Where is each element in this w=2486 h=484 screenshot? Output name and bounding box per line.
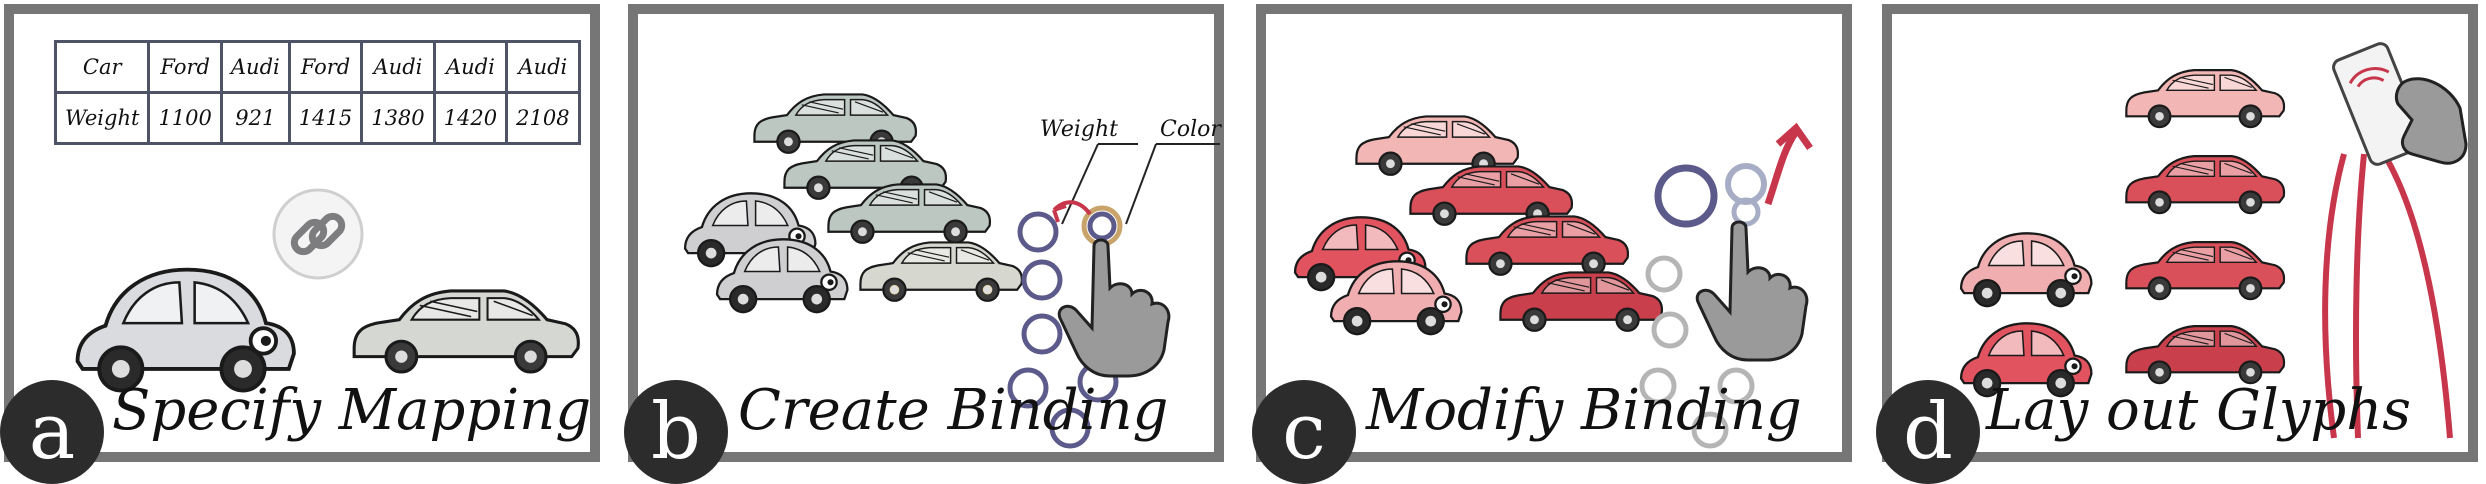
car-glyph-icon xyxy=(352,289,580,374)
car-glyph-icon xyxy=(2125,155,2286,215)
panel-b-badge: b xyxy=(624,380,728,484)
hand-icon xyxy=(2394,77,2468,165)
table-cell: Ford xyxy=(147,40,223,94)
link-icon xyxy=(272,188,364,280)
hand-icon xyxy=(1695,220,1809,362)
panel-a: Car Ford Audi Ford Audi Audi Audi Weight… xyxy=(4,4,600,462)
table-cell: Audi xyxy=(219,40,291,94)
panel-a-caption: Specify Mapping xyxy=(112,378,592,443)
table-cell: 1420 xyxy=(432,91,509,145)
table-row: Car Ford Audi Ford Audi Audi Audi xyxy=(53,40,581,94)
table-row: Weight 1100 921 1415 1380 1420 2108 xyxy=(53,91,581,145)
gesture-strokes xyxy=(2322,42,2468,439)
binding-rings xyxy=(1639,122,1813,449)
panel-b-caption: Create Binding xyxy=(738,378,1169,443)
table-cell: Audi xyxy=(360,40,436,94)
panel-d-badge: d xyxy=(1876,380,1980,484)
car-glyph-icon xyxy=(1959,232,2093,308)
panel-c-caption: Modify Binding xyxy=(1366,378,1802,443)
table-cell: Audi xyxy=(505,40,581,94)
table-cell: 2108 xyxy=(505,91,581,145)
phone-icon xyxy=(2332,42,2426,166)
table-cell: Car xyxy=(53,40,151,94)
car-glyph-icon xyxy=(2125,241,2286,301)
car-glyph-icon xyxy=(1329,260,1463,336)
panel-c-badge: c xyxy=(1252,380,1356,484)
table-cell: 921 xyxy=(219,91,291,145)
car-glyph-icon xyxy=(2125,69,2286,129)
panel-a-badge: a xyxy=(0,380,104,484)
table-cell: 1415 xyxy=(287,91,364,145)
table-cell: Weight xyxy=(53,91,151,145)
data-table: Car Ford Audi Ford Audi Audi Audi Weight… xyxy=(53,40,581,145)
car-glyph-icon xyxy=(715,238,849,314)
panel-b: Weight Color xyxy=(628,4,1224,462)
panel-d-caption: Lay out Glyphs xyxy=(1986,378,2412,443)
panel-c xyxy=(1256,4,1852,462)
table-cell: Ford xyxy=(287,40,364,94)
panel-d xyxy=(1882,4,2478,462)
binding-rings: Weight Color xyxy=(1007,117,1222,449)
table-cell: 1380 xyxy=(360,91,436,145)
table-cell: Audi xyxy=(432,40,509,94)
color-label: Color xyxy=(1160,117,1222,142)
hand-icon xyxy=(1057,238,1171,378)
weight-label: Weight xyxy=(1040,117,1118,142)
table-cell: 1100 xyxy=(147,91,223,145)
